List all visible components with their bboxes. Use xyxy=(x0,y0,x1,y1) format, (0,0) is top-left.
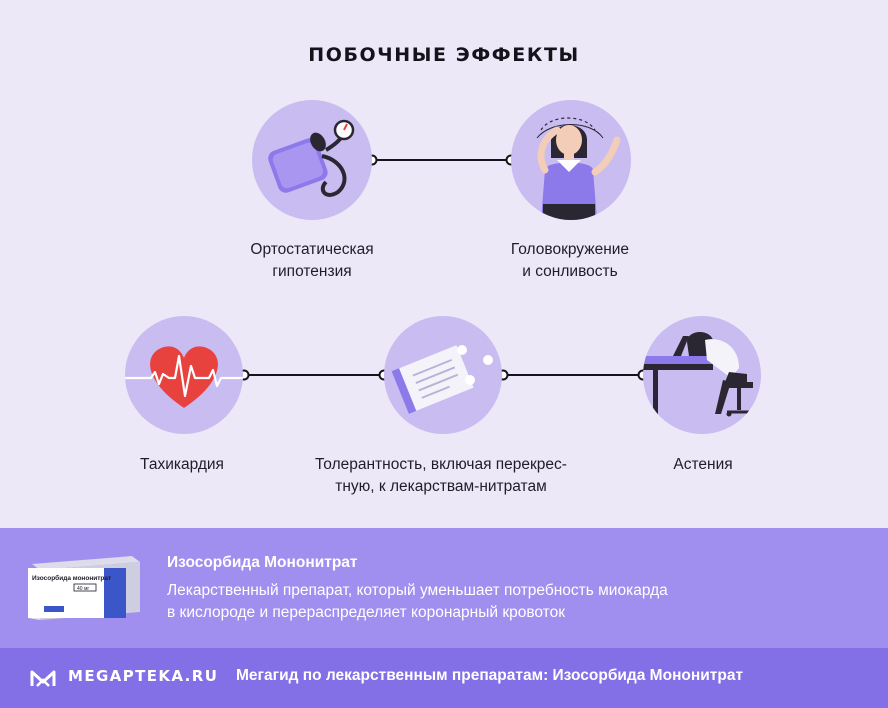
dizzy-woman-icon xyxy=(536,117,621,220)
brand-name[interactable]: MEGAPTEKA.RU xyxy=(68,667,219,685)
drug-box-label: Изосорбида мононитрат xyxy=(32,574,111,582)
drug-name: Изосорбида Мононитрат xyxy=(167,554,358,571)
footer-caption: Мегагид по лекарственным препаратам: Изо… xyxy=(236,667,744,684)
node-orthostatic-hypotension xyxy=(252,100,372,220)
footer: MEGAPTEKA.RU Мегагид по лекарственным пр… xyxy=(0,648,888,708)
label-tachycardia: Тахикардия xyxy=(140,456,224,473)
label-dizziness: Головокружение и сонливость xyxy=(510,241,630,280)
tired-worker-desk-icon xyxy=(643,331,753,417)
megapteka-logo-icon[interactable] xyxy=(30,668,56,688)
drug-box-image: Изосорбида мононитрат 40 мг xyxy=(28,556,140,620)
drug-info-band: Изосорбида мононитрат 40 мг Изосорбида М… xyxy=(0,528,888,648)
page-title: ПОБОЧНЫЕ ЭФФЕКТЫ xyxy=(308,44,580,66)
label-orthostatic-hypotension: Ортостатическая гипотензия xyxy=(250,241,374,280)
medicine-box-pills-icon xyxy=(391,345,493,414)
node-asthenia xyxy=(643,316,761,434)
heart-pulse-icon xyxy=(125,346,243,408)
label-tolerance: Толерантность, включая перекрес- тную, к… xyxy=(315,456,567,495)
node-tolerance xyxy=(384,316,502,434)
drug-description: Лекарственный препарат, который уменьшае… xyxy=(167,582,668,621)
node-dizziness xyxy=(511,100,631,220)
node-tachycardia xyxy=(125,316,243,434)
blood-pressure-monitor-icon xyxy=(268,119,355,197)
label-asthenia: Астения xyxy=(673,456,733,473)
drug-box-dose: 40 мг xyxy=(77,586,89,592)
